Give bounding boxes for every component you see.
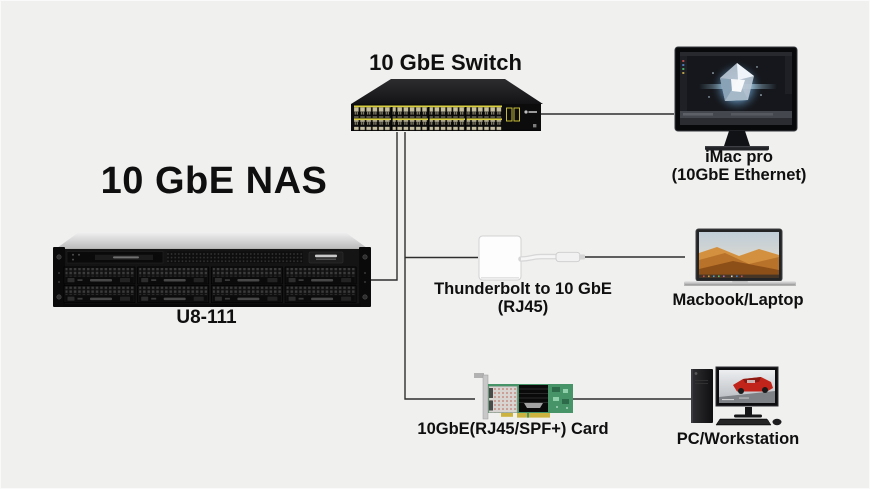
diagram-title: 10 GbE NAS — [100, 160, 328, 202]
pc-label: PC/Workstation — [676, 430, 800, 448]
edge-switch-card — [404, 132, 475, 400]
switch-illustration — [351, 79, 543, 131]
nas-illustration — [53, 232, 371, 307]
imac-illustration — [674, 46, 798, 151]
nas-label: U8-111 — [176, 307, 237, 328]
pc-illustration — [691, 366, 782, 426]
adapter-label-line2: (RJ45) — [497, 298, 549, 317]
switch-label: 10 GbE Switch — [369, 50, 522, 75]
adapter-illustration — [478, 235, 585, 281]
card-label: 10GbE(RJ45/SPF+) Card — [417, 420, 609, 438]
adapter-label: Thunderbolt to 10 GbE (RJ45) — [414, 280, 632, 317]
adapter-label-line1: Thunderbolt to 10 GbE — [434, 280, 612, 298]
imac-label-line1: iMac pro — [705, 148, 773, 166]
network-card-illustration — [474, 373, 573, 420]
edge-switch-nas — [361, 132, 398, 281]
imac-label: iMac pro (10GbE Ethernet) — [654, 148, 824, 185]
macbook-illustration — [684, 228, 796, 286]
imac-label-line2: (10GbE Ethernet) — [671, 166, 807, 185]
macbook-label: Macbook/Laptop — [672, 291, 804, 309]
